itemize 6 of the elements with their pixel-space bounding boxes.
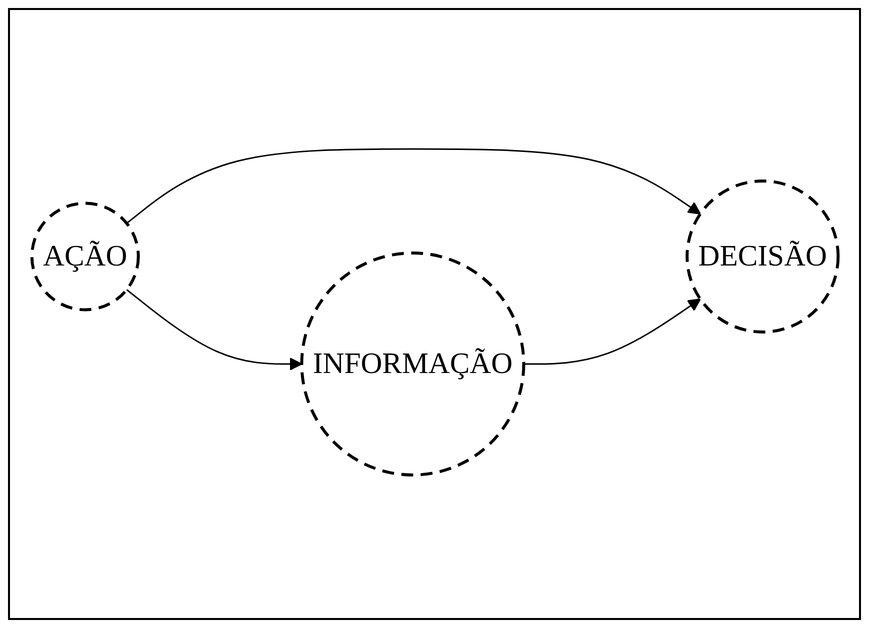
arrow (523, 298, 700, 364)
arrow (126, 288, 302, 370)
circle-node: AÇÃO (30, 201, 140, 311)
circle-node: INFORMAÇÃO (300, 251, 525, 476)
circle-node: DECISÃO (685, 179, 840, 333)
arrow (126, 148, 700, 224)
